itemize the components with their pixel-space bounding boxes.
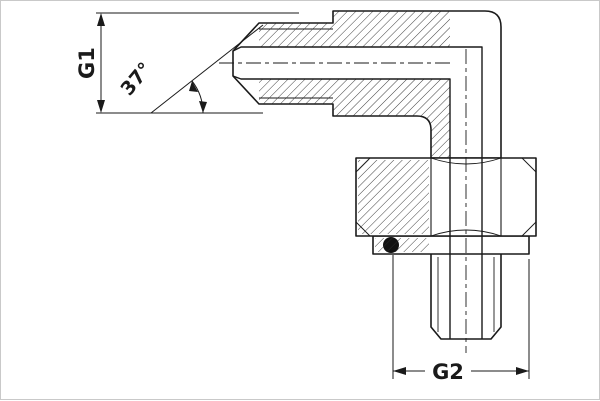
- angle-leg-line: [150, 24, 264, 114]
- hatch-region: [259, 11, 450, 47]
- hatch-region: [375, 238, 429, 252]
- hatch-region: [259, 79, 450, 158]
- dimension-g2: G2: [392, 255, 530, 384]
- section-hatching: [259, 11, 450, 252]
- dimension-label-g1: G1: [75, 47, 99, 79]
- arrowhead: [199, 101, 207, 113]
- arrowhead: [97, 13, 105, 26]
- angle-label: 37°: [116, 58, 156, 100]
- dimension-g1: G1: [75, 12, 299, 114]
- arrowhead: [189, 81, 198, 92]
- fitting-body: [232, 10, 537, 340]
- arrowhead: [97, 100, 105, 113]
- label-mask: [425, 357, 471, 384]
- bore-lines: [232, 46, 483, 339]
- arrowhead: [516, 367, 529, 375]
- hatch-region: [358, 160, 429, 234]
- centerlines: [219, 49, 467, 353]
- arrowhead: [393, 367, 406, 375]
- dimension-label-g2: G2: [432, 360, 464, 384]
